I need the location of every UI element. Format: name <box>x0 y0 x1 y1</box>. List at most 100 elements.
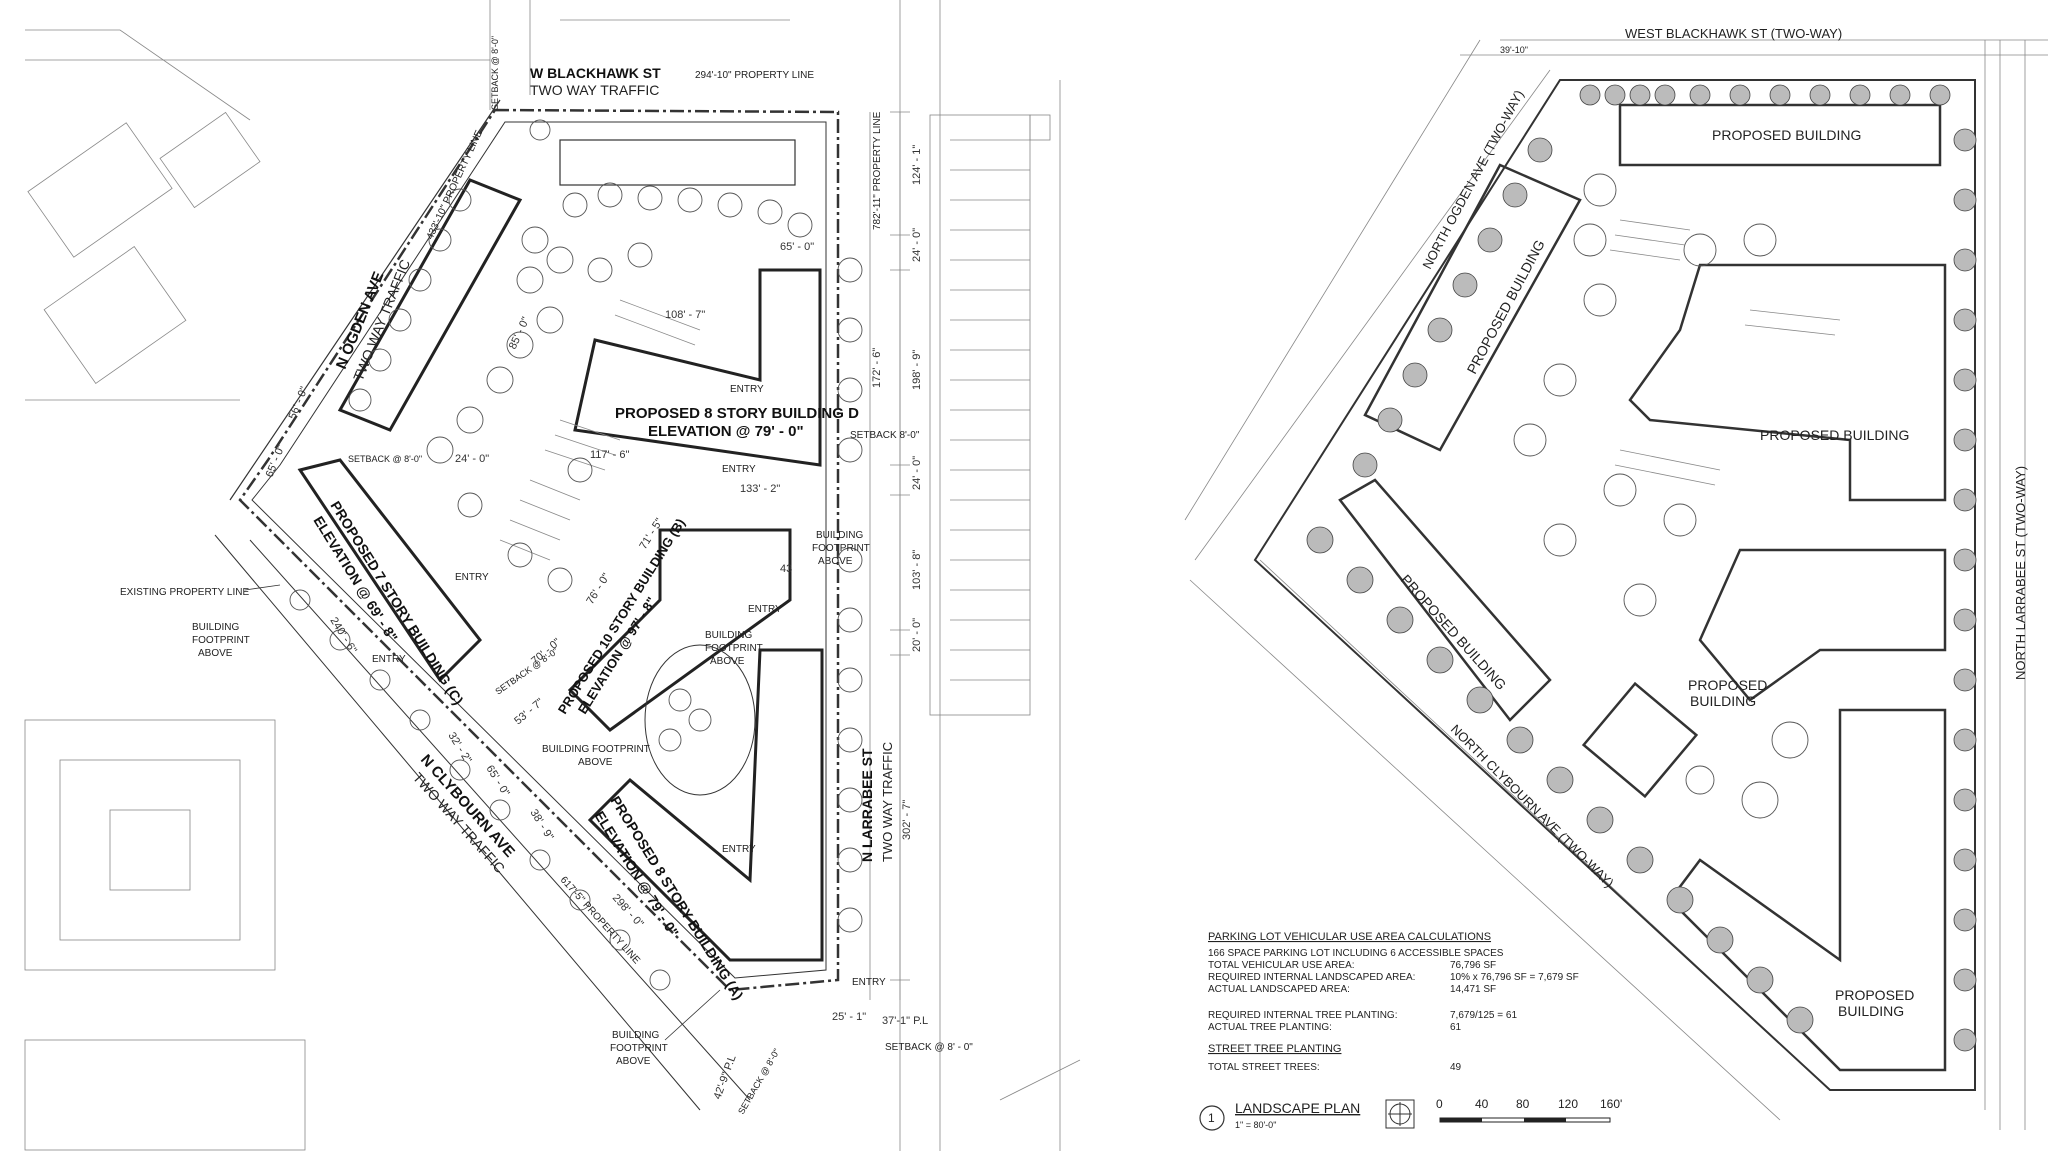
dim-298: 298' - 0" <box>610 892 646 930</box>
entry-label-4: ENTRY <box>372 654 406 665</box>
setback-label-5: SETBACK @ 8' - 0" <box>885 1042 973 1053</box>
rp-building-5b: BUILDING <box>1690 693 1756 709</box>
rp-street-north: WEST BLACKHAWK ST (TWO-WAY) <box>1625 26 1842 41</box>
entry-label-1: ENTRY <box>730 384 764 395</box>
dim-24a: 24' - 0" <box>455 453 489 465</box>
sheet-scale: 1" = 80'-0" <box>1235 1120 1276 1130</box>
dim-172: 172' - 6" <box>871 348 883 388</box>
building-a <box>587 648 824 962</box>
rp-building-5a: PROPOSED <box>1688 677 1767 693</box>
scale-tick-4: 160' <box>1600 1097 1622 1111</box>
central-plaza <box>644 644 756 796</box>
rp-building-6a: PROPOSED <box>1835 987 1914 1003</box>
setback-label-6: SETBACK @ 8'-0" <box>736 1047 782 1116</box>
parking-stalls <box>499 299 701 561</box>
scale-bar: 0 40 80 120 160' <box>1436 1097 1622 1123</box>
building-d-elev: ELEVATION @ 79' - 0" <box>648 423 804 440</box>
rp-building-2-label: PROPOSED BUILDING <box>1464 237 1548 376</box>
dim-56: 56' - 0" <box>287 385 311 421</box>
dim-76: 76' - 0" <box>584 571 612 606</box>
context-lines <box>24 0 1081 1151</box>
left-labels: W BLACKHAWK ST TWO WAY TRAFFIC 294'-10" … <box>120 36 973 1116</box>
scale-tick-1: 40 <box>1475 1097 1489 1111</box>
tree-row-1-label: ACTUAL TREE PLANTING: <box>1208 1022 1332 1033</box>
existing-property-line <box>229 99 501 501</box>
footprint-label-a3: ABOVE <box>198 648 233 659</box>
dim-53: 53' - 7" <box>512 696 546 727</box>
entry-label-2: ENTRY <box>722 464 756 475</box>
rp-building-3-label: PROPOSED BUILDING <box>1760 427 1909 443</box>
left-site-plan: W BLACKHAWK ST TWO WAY TRAFFIC 294'-10" … <box>24 0 1081 1151</box>
setback-label-4: SETBACK 8'-0" <box>850 430 920 441</box>
footprint-label-d1: BUILDING <box>705 630 752 641</box>
rp-dim-top: 39'-10" <box>1500 45 1528 55</box>
footprint-label-e2: FOOTPRINT <box>610 1043 668 1054</box>
rp-street-south: NORTH CLYBOURN AVE (TWO-WAY) <box>1448 722 1617 891</box>
prop-line-east: 782'-11" PROPERTY LINE <box>872 111 883 230</box>
dim-65: 65' - 0" <box>780 241 814 253</box>
scale-tick-0: 0 <box>1436 1097 1443 1111</box>
building-c <box>297 458 482 683</box>
calc-row-3-value: 14,471 SF <box>1450 984 1496 995</box>
street-east-label: N LARRABEE ST <box>859 748 875 862</box>
building-d-title: PROPOSED 8 STORY BUILDING D <box>615 405 859 422</box>
calc-row-0-label: 166 SPACE PARKING LOT INCLUDING 6 ACCESS… <box>1208 948 1504 959</box>
dim-42: 42'-9" P.L <box>712 1054 739 1101</box>
rp-building-5 <box>1698 548 1947 702</box>
rp-street-east: NORTH LARRABEE ST (TWO-WAY) <box>2013 466 2028 680</box>
tree-row-0-value: 7,679/125 = 61 <box>1450 1010 1517 1021</box>
rp-building-1-label: PROPOSED BUILDING <box>1712 127 1861 143</box>
dim-108: 108' - 7" <box>665 309 705 321</box>
street-tree-title: STREET TREE PLANTING <box>1208 1043 1341 1055</box>
street-tree-label: TOTAL STREET TREES: <box>1208 1062 1320 1073</box>
sheet-number: 1 <box>1208 1111 1215 1125</box>
right-context <box>1184 39 2048 1130</box>
north-landscape-strip <box>559 139 796 186</box>
calc-row-1-value: 76,796 SF <box>1450 960 1496 971</box>
street-east-sub: TWO WAY TRAFFIC <box>880 742 895 862</box>
dim-302: 302' - 7" <box>901 800 913 840</box>
building-d <box>573 268 822 467</box>
dim-103: 103' - 8" <box>911 550 923 590</box>
dim-85: 85' - 0" <box>507 315 532 351</box>
entry-label-3: ENTRY <box>455 572 489 583</box>
footprint-label-b3: ABOVE <box>818 556 853 567</box>
north-arrow-icon <box>1385 1099 1415 1129</box>
footprint-label-c2: ABOVE <box>578 757 613 768</box>
right-trees <box>1306 84 1977 1052</box>
footprint-label-a1: BUILDING <box>192 622 239 633</box>
trees-left <box>289 119 863 991</box>
footprint-label-a2: FOOTPRINT <box>192 635 250 646</box>
rp-building-4-label: PROPOSED BUILDING <box>1398 571 1510 693</box>
dim-24c: 24' - 0" <box>911 456 923 490</box>
calc-title: PARKING LOT VEHICULAR USE AREA CALCULATI… <box>1208 931 1491 943</box>
entry-label-6: ENTRY <box>722 844 756 855</box>
dim-124: 124' - 1" <box>911 145 923 185</box>
dim-198: 198' - 9" <box>911 350 923 390</box>
existing-property-line-label: EXISTING PROPERTY LINE <box>120 587 249 598</box>
dim-43: 43 <box>780 563 792 575</box>
sheet-number-circle <box>1199 1105 1225 1131</box>
street-south-label: N CLYBOURN AVE <box>417 751 518 860</box>
setback-label-2: SETBACK @ 8'-0" <box>348 454 422 464</box>
dim-24b: 24' - 0" <box>911 228 923 262</box>
rp-building-7 <box>1581 681 1699 799</box>
dim-117: 117' - 6" <box>590 449 630 461</box>
street-tree-value: 49 <box>1450 1062 1462 1073</box>
right-landscape-plan: WEST BLACKHAWK ST (TWO-WAY) 39'-10" NORT… <box>1184 26 2048 1131</box>
setback-label-1: SETBACK @ 8'-0" <box>490 36 500 110</box>
footprint-label-e1: BUILDING <box>612 1030 659 1041</box>
dim-38: 38' - 9" <box>527 807 555 842</box>
sheet-title: LANDSCAPE PLAN <box>1235 1100 1360 1116</box>
rp-street-west: NORTH OGDEN AVE (TWO-WAY) <box>1419 88 1526 272</box>
rp-building-3 <box>1628 263 1947 502</box>
footprint-label-b1: BUILDING <box>816 530 863 541</box>
building-b <box>567 528 792 732</box>
right-parking <box>1609 219 1841 486</box>
dim-37: 37'-1" P.L <box>882 1015 928 1027</box>
dim-133: 133' - 2" <box>740 483 780 495</box>
footprint-label-c1: BUILDING FOOTPRINT <box>542 744 650 755</box>
rp-building-6b: BUILDING <box>1838 1003 1904 1019</box>
footprint-label-d2: FOOTPRINT <box>705 643 763 654</box>
